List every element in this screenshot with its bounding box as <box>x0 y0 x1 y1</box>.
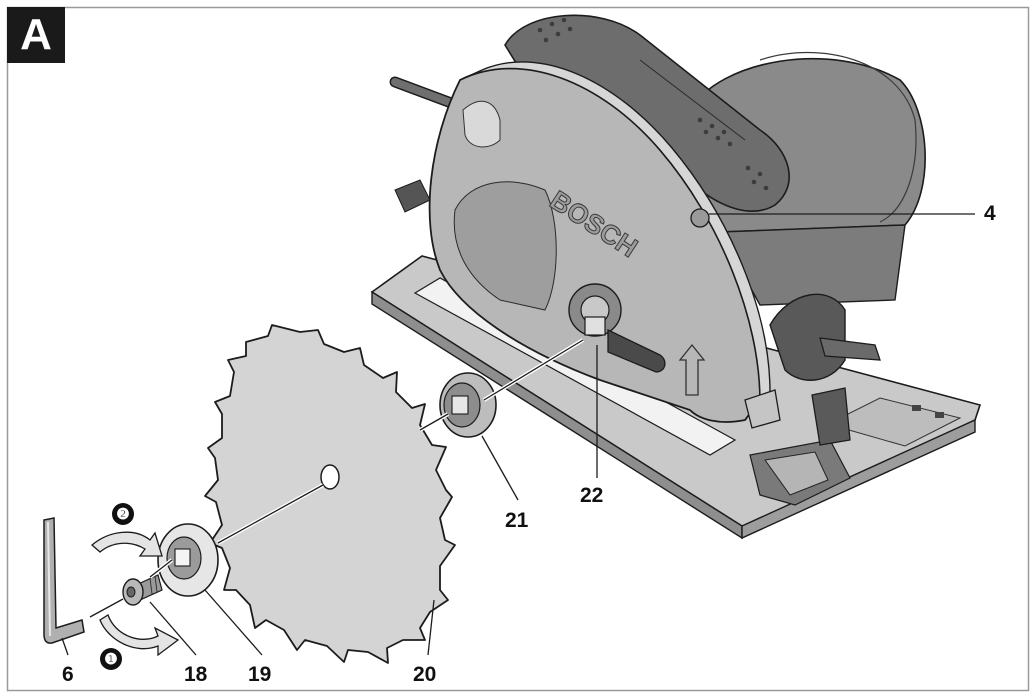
clamping-bolt <box>122 574 163 606</box>
tighten-arrow-icon <box>90 531 163 557</box>
assembly-lines <box>89 339 584 618</box>
callout-4: 4 <box>984 202 996 225</box>
callout-20: 20 <box>413 663 437 686</box>
step-2-marker: ❷ <box>112 503 134 525</box>
clamping-flange <box>157 523 219 597</box>
mounting-flange <box>439 372 497 438</box>
callout-19: 19 <box>248 663 272 686</box>
callout-22: 22 <box>580 484 604 507</box>
callout-21: 21 <box>505 509 529 532</box>
blade-guard <box>428 61 781 429</box>
saw-blade <box>204 324 456 664</box>
callout-6: 6 <box>62 663 74 686</box>
hex-key <box>43 517 85 644</box>
callout-18: 18 <box>184 663 208 686</box>
panel-label: A <box>7 7 65 63</box>
step-1-marker: ❶ <box>100 648 122 670</box>
callout-leaders <box>61 213 975 656</box>
bevel-lever <box>769 293 881 446</box>
loosen-arrow-icon <box>99 614 180 657</box>
spindle-lock-area <box>568 208 710 373</box>
